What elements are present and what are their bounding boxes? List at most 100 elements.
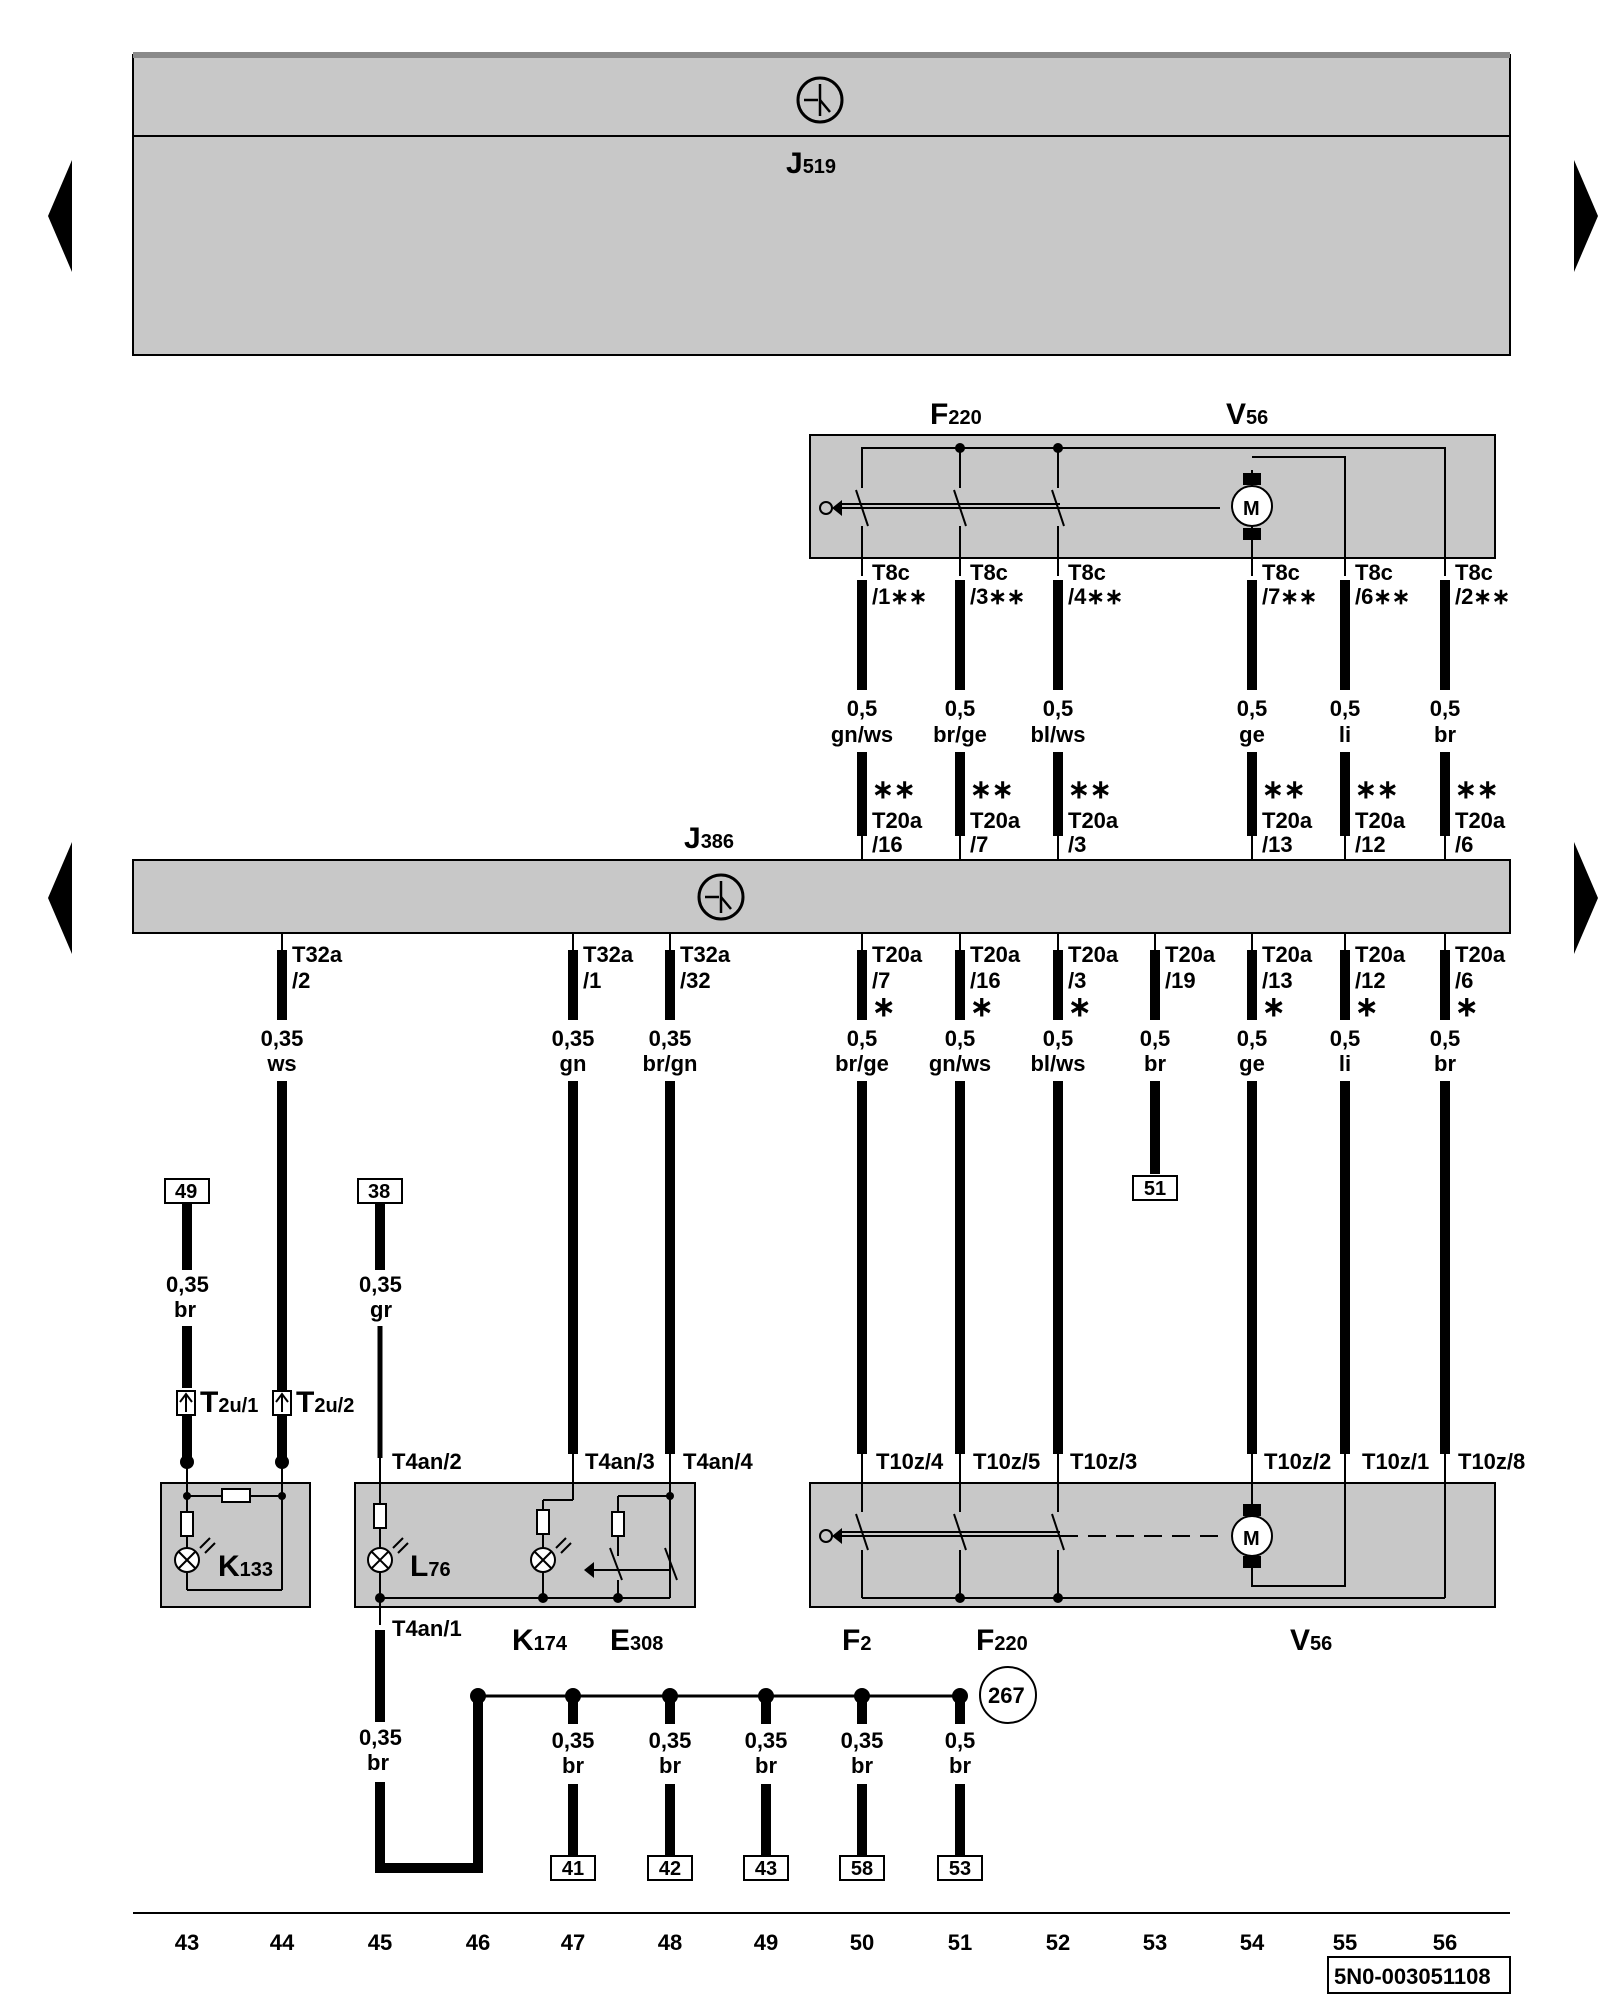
f220-top-label: F220: [930, 398, 982, 431]
svg-text:M: M: [1243, 1528, 1260, 1550]
connector-t2u1: [176, 1390, 196, 1416]
ground-branch-size: 0,35: [841, 1728, 884, 1753]
column-number: 51: [948, 1930, 972, 1955]
top-wire-pin2-id: T20a: [970, 808, 1021, 833]
ground-point-267: 267: [979, 1666, 1037, 1724]
lower-wire-size: 0,35: [261, 1026, 304, 1051]
connector-t10z3-label: T10z/3: [1070, 1449, 1137, 1474]
lower-wire-pin-num: /19: [1165, 968, 1196, 993]
wire-l76-size: 0,35: [359, 1272, 402, 1297]
lower-wire-size: 0,5: [1043, 1026, 1074, 1051]
top-wire-pin2-num: /16: [872, 832, 903, 857]
lower-wire-pin-num: /1: [583, 968, 601, 993]
ref-box-38-label: 38: [368, 1181, 390, 1203]
l76-k174-e308-assembly: [354, 1482, 696, 1608]
lower-wire: T20a/13∗0,5ge: [1237, 933, 1313, 1470]
lower-wire: T20a/12∗0,5li: [1330, 933, 1406, 1470]
v56-bottom-label: V56: [1290, 1624, 1332, 1657]
column-number: 45: [368, 1930, 392, 1955]
lower-wire-size: 0,35: [552, 1026, 595, 1051]
lower-wire-mark: ∗: [1068, 991, 1091, 1022]
lower-wire-pin-id: T32a: [292, 942, 343, 967]
lower-wire-size: 0,5: [1430, 1026, 1461, 1051]
svg-text:M: M: [1243, 498, 1260, 520]
top-wire-mark: ∗∗: [1355, 774, 1399, 804]
connector-t4an1-label: T4an/1: [392, 1616, 462, 1641]
lower-wire-color: br/gn: [643, 1051, 698, 1076]
top-wire-mark: ∗∗: [1068, 774, 1112, 804]
prev-page-arrow-top[interactable]: [48, 160, 72, 272]
connector-t2u1-label: T2u/1: [200, 1386, 258, 1419]
prev-page-arrow-mid[interactable]: [48, 842, 72, 954]
k174-label: K174: [512, 1624, 568, 1657]
next-page-arrow-mid[interactable]: [1574, 842, 1598, 954]
lower-wire-size: 0,5: [1237, 1026, 1268, 1051]
lower-wire-pin-id: T20a: [1165, 942, 1216, 967]
top-wire-size: 0,5: [1237, 696, 1268, 721]
lower-wire-pin-num: /3: [1068, 968, 1086, 993]
top-wire-size: 0,5: [1430, 696, 1461, 721]
lower-wire-mark: ∗: [1262, 991, 1285, 1022]
wire-gnd45-size: 0,35: [359, 1725, 402, 1750]
top-wire-size: 0,5: [945, 696, 976, 721]
top-wire-pin2-id: T20a: [1262, 808, 1313, 833]
column-number: 47: [561, 1930, 585, 1955]
wire-k133-size: 0,35: [166, 1272, 209, 1297]
ground-branch-ref-box: [743, 1855, 789, 1881]
v56-bottom-motor-icon: M: [1231, 1470, 1346, 1587]
top-wires: T8c/1∗∗0,5gn/ws∗∗T20a/16T8c/3∗∗0,5br/ge∗…: [831, 558, 1510, 860]
ref-box-51: 51: [1132, 1175, 1178, 1201]
ground-branch-ref-label: 58: [851, 1858, 873, 1880]
connector-t2u2: [272, 1390, 292, 1416]
top-wire-pin2-num: /13: [1262, 832, 1293, 857]
top-wire-pin-num: /7∗∗: [1262, 584, 1317, 609]
ref-box-51-label: 51: [1144, 1178, 1166, 1200]
ground-branch-size: 0,35: [745, 1728, 788, 1753]
top-wire-pin-num: /3∗∗: [970, 584, 1025, 609]
top-wire-size: 0,5: [1043, 696, 1074, 721]
ground-branch-color: br: [659, 1753, 681, 1778]
k133-component: [160, 1482, 311, 1608]
connector-t10z4-label: T10z/4: [876, 1449, 944, 1474]
connector-t2u2-label: T2u/2: [296, 1386, 354, 1419]
ref-box-49-label: 49: [175, 1181, 197, 1203]
lower-wire-color: ge: [1239, 1051, 1265, 1076]
next-page-arrow-top[interactable]: [1574, 160, 1598, 272]
ref-box-49: [164, 1178, 210, 1204]
top-wire: T8c/1∗∗0,5gn/ws∗∗T20a/16: [831, 558, 927, 860]
top-wire-size: 0,5: [1330, 696, 1361, 721]
k133-label: K133: [218, 1550, 273, 1583]
j386-module: [132, 859, 1511, 934]
j519-control-unit-icon: [796, 76, 844, 124]
column-number: 54: [1240, 1930, 1265, 1955]
lower-wire: T20a/190,5br: [1140, 933, 1216, 1174]
page-ref-label: 5N0-003051108: [1334, 1964, 1491, 1989]
lower-wire-color: br: [1434, 1051, 1456, 1076]
top-wire-pin2-num: /3: [1068, 832, 1086, 857]
lower-wire-pin-num: /13: [1262, 968, 1293, 993]
l76-label: L76: [410, 1550, 451, 1583]
top-wire-pin-id: T8c: [970, 560, 1008, 585]
ground-branch-color: br: [755, 1753, 777, 1778]
top-wire-pin-id: T8c: [1455, 560, 1493, 585]
lower-wire-pin-id: T20a: [1355, 942, 1406, 967]
column-number: 53: [1143, 1930, 1167, 1955]
k133-lamp-icon: [174, 1537, 216, 1573]
connector-t10z8-label: T10z/8: [1458, 1449, 1525, 1474]
lower-wire-pin-num: /12: [1355, 968, 1386, 993]
t10z-connectors: T10z/4 T10z/5 T10z/3 T10z/2 T10z/1 T10z/…: [876, 1449, 1525, 1474]
top-wire-pin-num: /1∗∗: [872, 584, 927, 609]
j386-label: J386: [684, 822, 734, 855]
top-wire-pin2-id: T20a: [1068, 808, 1119, 833]
lower-wire-size: 0,5: [1330, 1026, 1361, 1051]
top-wire-pin2-id: T20a: [1455, 808, 1506, 833]
j519-module: [132, 54, 1511, 356]
k174-lamp-icon: [530, 1537, 572, 1573]
top-wire-mark: ∗∗: [1455, 774, 1499, 804]
lower-wire-color: gn/ws: [929, 1051, 991, 1076]
